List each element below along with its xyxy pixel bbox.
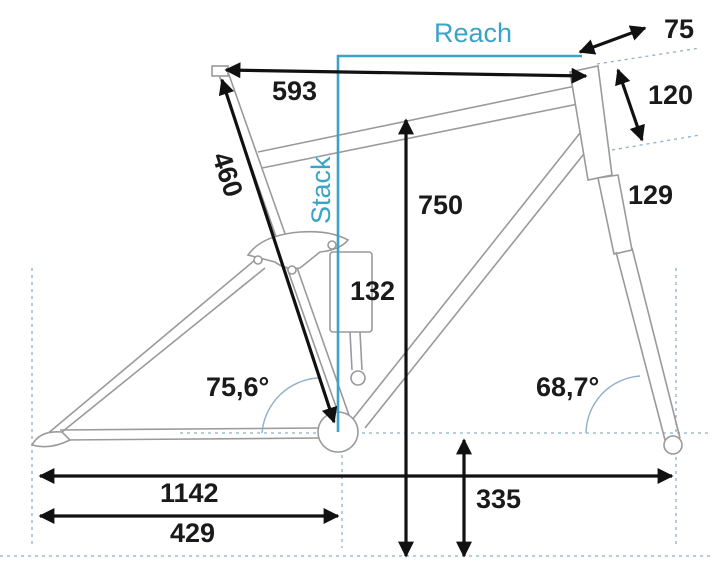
chainstay-value: 429: [170, 518, 215, 548]
bb-height-value: 335: [476, 484, 521, 514]
stack-height-value: 750: [418, 190, 463, 220]
reach-label: Reach: [434, 18, 512, 48]
fork-travel-value: 129: [628, 180, 673, 210]
head-offset-value: 75: [664, 14, 694, 44]
wheelbase-value: 1142: [160, 478, 219, 508]
head-angle-arc: [585, 375, 641, 434]
stack-label: Stack: [306, 156, 336, 224]
shock-travel-value: 132: [350, 276, 395, 306]
seat-angle-value: 75,6°: [206, 372, 269, 402]
reach-stack-lines: [336, 54, 582, 432]
seat-tube-length: 460: [206, 149, 248, 201]
seat-angle-arc: [261, 377, 319, 434]
dimension-arrows: [38, 25, 674, 558]
top-tube-length: 593: [272, 76, 317, 106]
head-tube-value: 120: [648, 80, 693, 110]
guide-lines: [0, 47, 712, 557]
head-angle-value: 68,7°: [536, 372, 599, 402]
